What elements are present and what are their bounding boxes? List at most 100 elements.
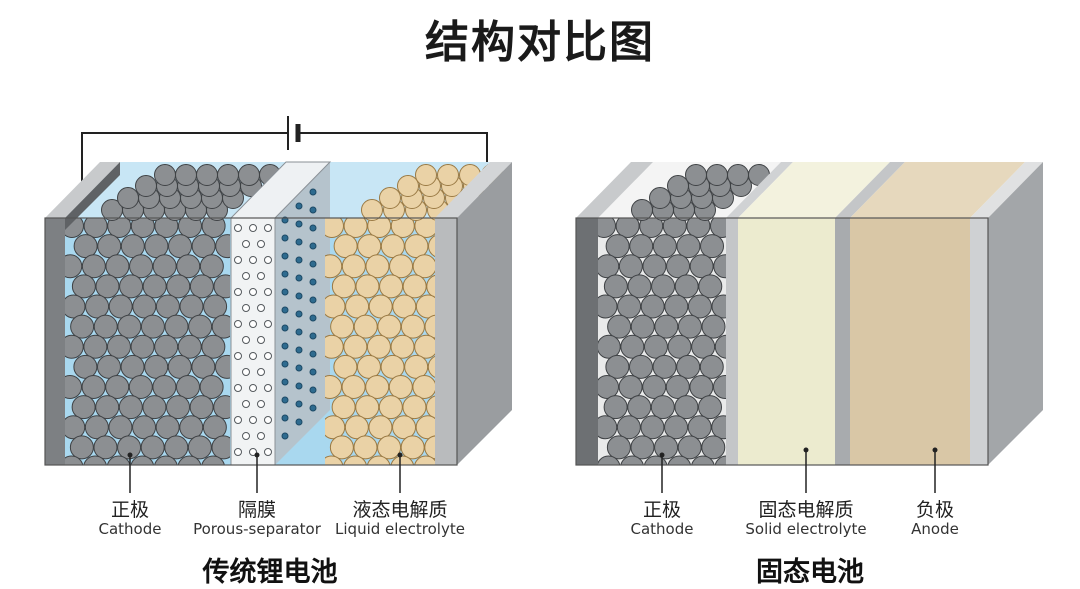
cathode-particle xyxy=(620,334,645,359)
separator-pore xyxy=(264,352,272,360)
cathode-particle xyxy=(95,395,120,420)
electrolyte-particle xyxy=(356,354,381,379)
electrolyte-particle xyxy=(427,355,435,378)
cathode-particle xyxy=(152,375,177,399)
cathode-particle xyxy=(654,435,679,460)
cathode-particles-right xyxy=(598,218,726,465)
separator-pore xyxy=(264,256,272,264)
cathode-particle xyxy=(65,294,86,319)
electrolyte-particle xyxy=(325,415,346,440)
separator-pore xyxy=(257,432,265,440)
electrolyte-particle xyxy=(341,375,366,399)
cathode-particle xyxy=(677,435,702,460)
cathode-particle xyxy=(154,455,178,465)
electrolyte-particle xyxy=(325,375,342,399)
cathode-particle xyxy=(686,218,711,238)
cathode-particle xyxy=(191,354,216,379)
cathode-particle xyxy=(65,455,84,465)
cathode-particle xyxy=(201,334,226,359)
separator-side-pore xyxy=(295,400,303,408)
cathode-particle xyxy=(176,375,200,399)
cathode-particle xyxy=(132,415,157,440)
cathode-particle xyxy=(166,274,191,299)
label-separator-zh: 隔膜 xyxy=(237,499,276,521)
cathode-particle xyxy=(630,435,655,460)
cathode-particle xyxy=(93,435,118,460)
separator-side-pore xyxy=(295,346,303,354)
electrolyte-particle xyxy=(353,314,378,339)
cathode-particle xyxy=(85,294,110,319)
separator-side-pore xyxy=(281,270,289,278)
electrolyte-particle xyxy=(380,234,405,259)
left-plate-face-right xyxy=(576,218,598,465)
separator-side-pore xyxy=(295,292,303,300)
cathode-particle xyxy=(106,334,131,359)
cathode-particle xyxy=(620,455,644,465)
cathode-top-particles-right xyxy=(631,164,770,221)
cathode-particle xyxy=(616,415,641,440)
separator-side-pore xyxy=(309,332,317,340)
cathode-particle xyxy=(667,175,689,197)
label-liquid-electrolyte-en: Liquid electrolyte xyxy=(335,520,465,538)
electrolyte-particle xyxy=(412,375,435,399)
cathode-particle xyxy=(164,314,189,339)
separator-side-pore xyxy=(295,418,303,426)
separator-side-pore xyxy=(295,256,303,264)
separator-side-pore xyxy=(309,368,317,376)
cathode-particle xyxy=(96,354,121,379)
page-title: 结构对比图 xyxy=(425,17,655,68)
cathode-particle xyxy=(108,294,133,319)
cathode-particle xyxy=(142,274,167,299)
anode-face xyxy=(850,218,970,465)
separator-side-pore xyxy=(281,414,289,422)
cathode-particle xyxy=(71,274,96,299)
electrolyte-particle xyxy=(415,415,435,440)
cathode-particle xyxy=(664,294,689,319)
label-solid-electrolyte-en: Solid electrolyte xyxy=(745,520,867,538)
cathode-particles-left xyxy=(65,218,230,465)
cathode-particle xyxy=(166,395,191,420)
separator-pore xyxy=(234,384,242,392)
separator-side-pore xyxy=(281,306,289,314)
electrolyte-particle xyxy=(415,294,435,319)
separator-side-pore xyxy=(281,378,289,386)
cathode-particle xyxy=(203,294,228,319)
cathode-particle xyxy=(617,294,642,319)
left-plate-side xyxy=(65,162,120,230)
cathode-particle xyxy=(117,187,139,209)
cathode-particle xyxy=(95,274,120,299)
cathode-particle xyxy=(691,334,716,359)
cathode-particle xyxy=(175,164,197,186)
separator-pore xyxy=(257,336,265,344)
cathode-top-particles-left xyxy=(101,164,281,221)
right-plate-top xyxy=(435,162,512,218)
electrolyte-particle xyxy=(325,254,343,279)
cathode-particle xyxy=(667,455,692,465)
separator-face xyxy=(230,217,276,466)
separator-pore xyxy=(257,272,265,280)
cathode-particle xyxy=(81,254,106,279)
cathode-particle xyxy=(120,354,145,379)
electrolyte-particle xyxy=(426,274,435,298)
separator-pore xyxy=(249,384,257,392)
cathode-particle xyxy=(93,314,118,339)
separator-side-pore xyxy=(281,396,289,404)
electrolyte-particle xyxy=(390,334,415,359)
cathode-particle xyxy=(108,415,133,440)
electrolyte-particle xyxy=(333,234,358,259)
solid-battery xyxy=(575,162,1043,493)
cathode-particle xyxy=(662,218,687,238)
cathode-particle xyxy=(155,415,180,440)
cathode-particle xyxy=(213,395,230,420)
cathode-particle xyxy=(598,254,620,279)
separator-pore xyxy=(257,304,265,312)
cathode-particle xyxy=(83,218,108,238)
separator-pore xyxy=(242,432,250,440)
separator-pore xyxy=(264,448,272,456)
cathode-particle xyxy=(105,375,130,399)
cathode-particle xyxy=(97,234,122,259)
cathode-particle xyxy=(605,234,630,259)
electrolyte-particle xyxy=(378,395,403,420)
cathode-particle xyxy=(687,294,712,319)
separator-pore xyxy=(242,400,250,408)
